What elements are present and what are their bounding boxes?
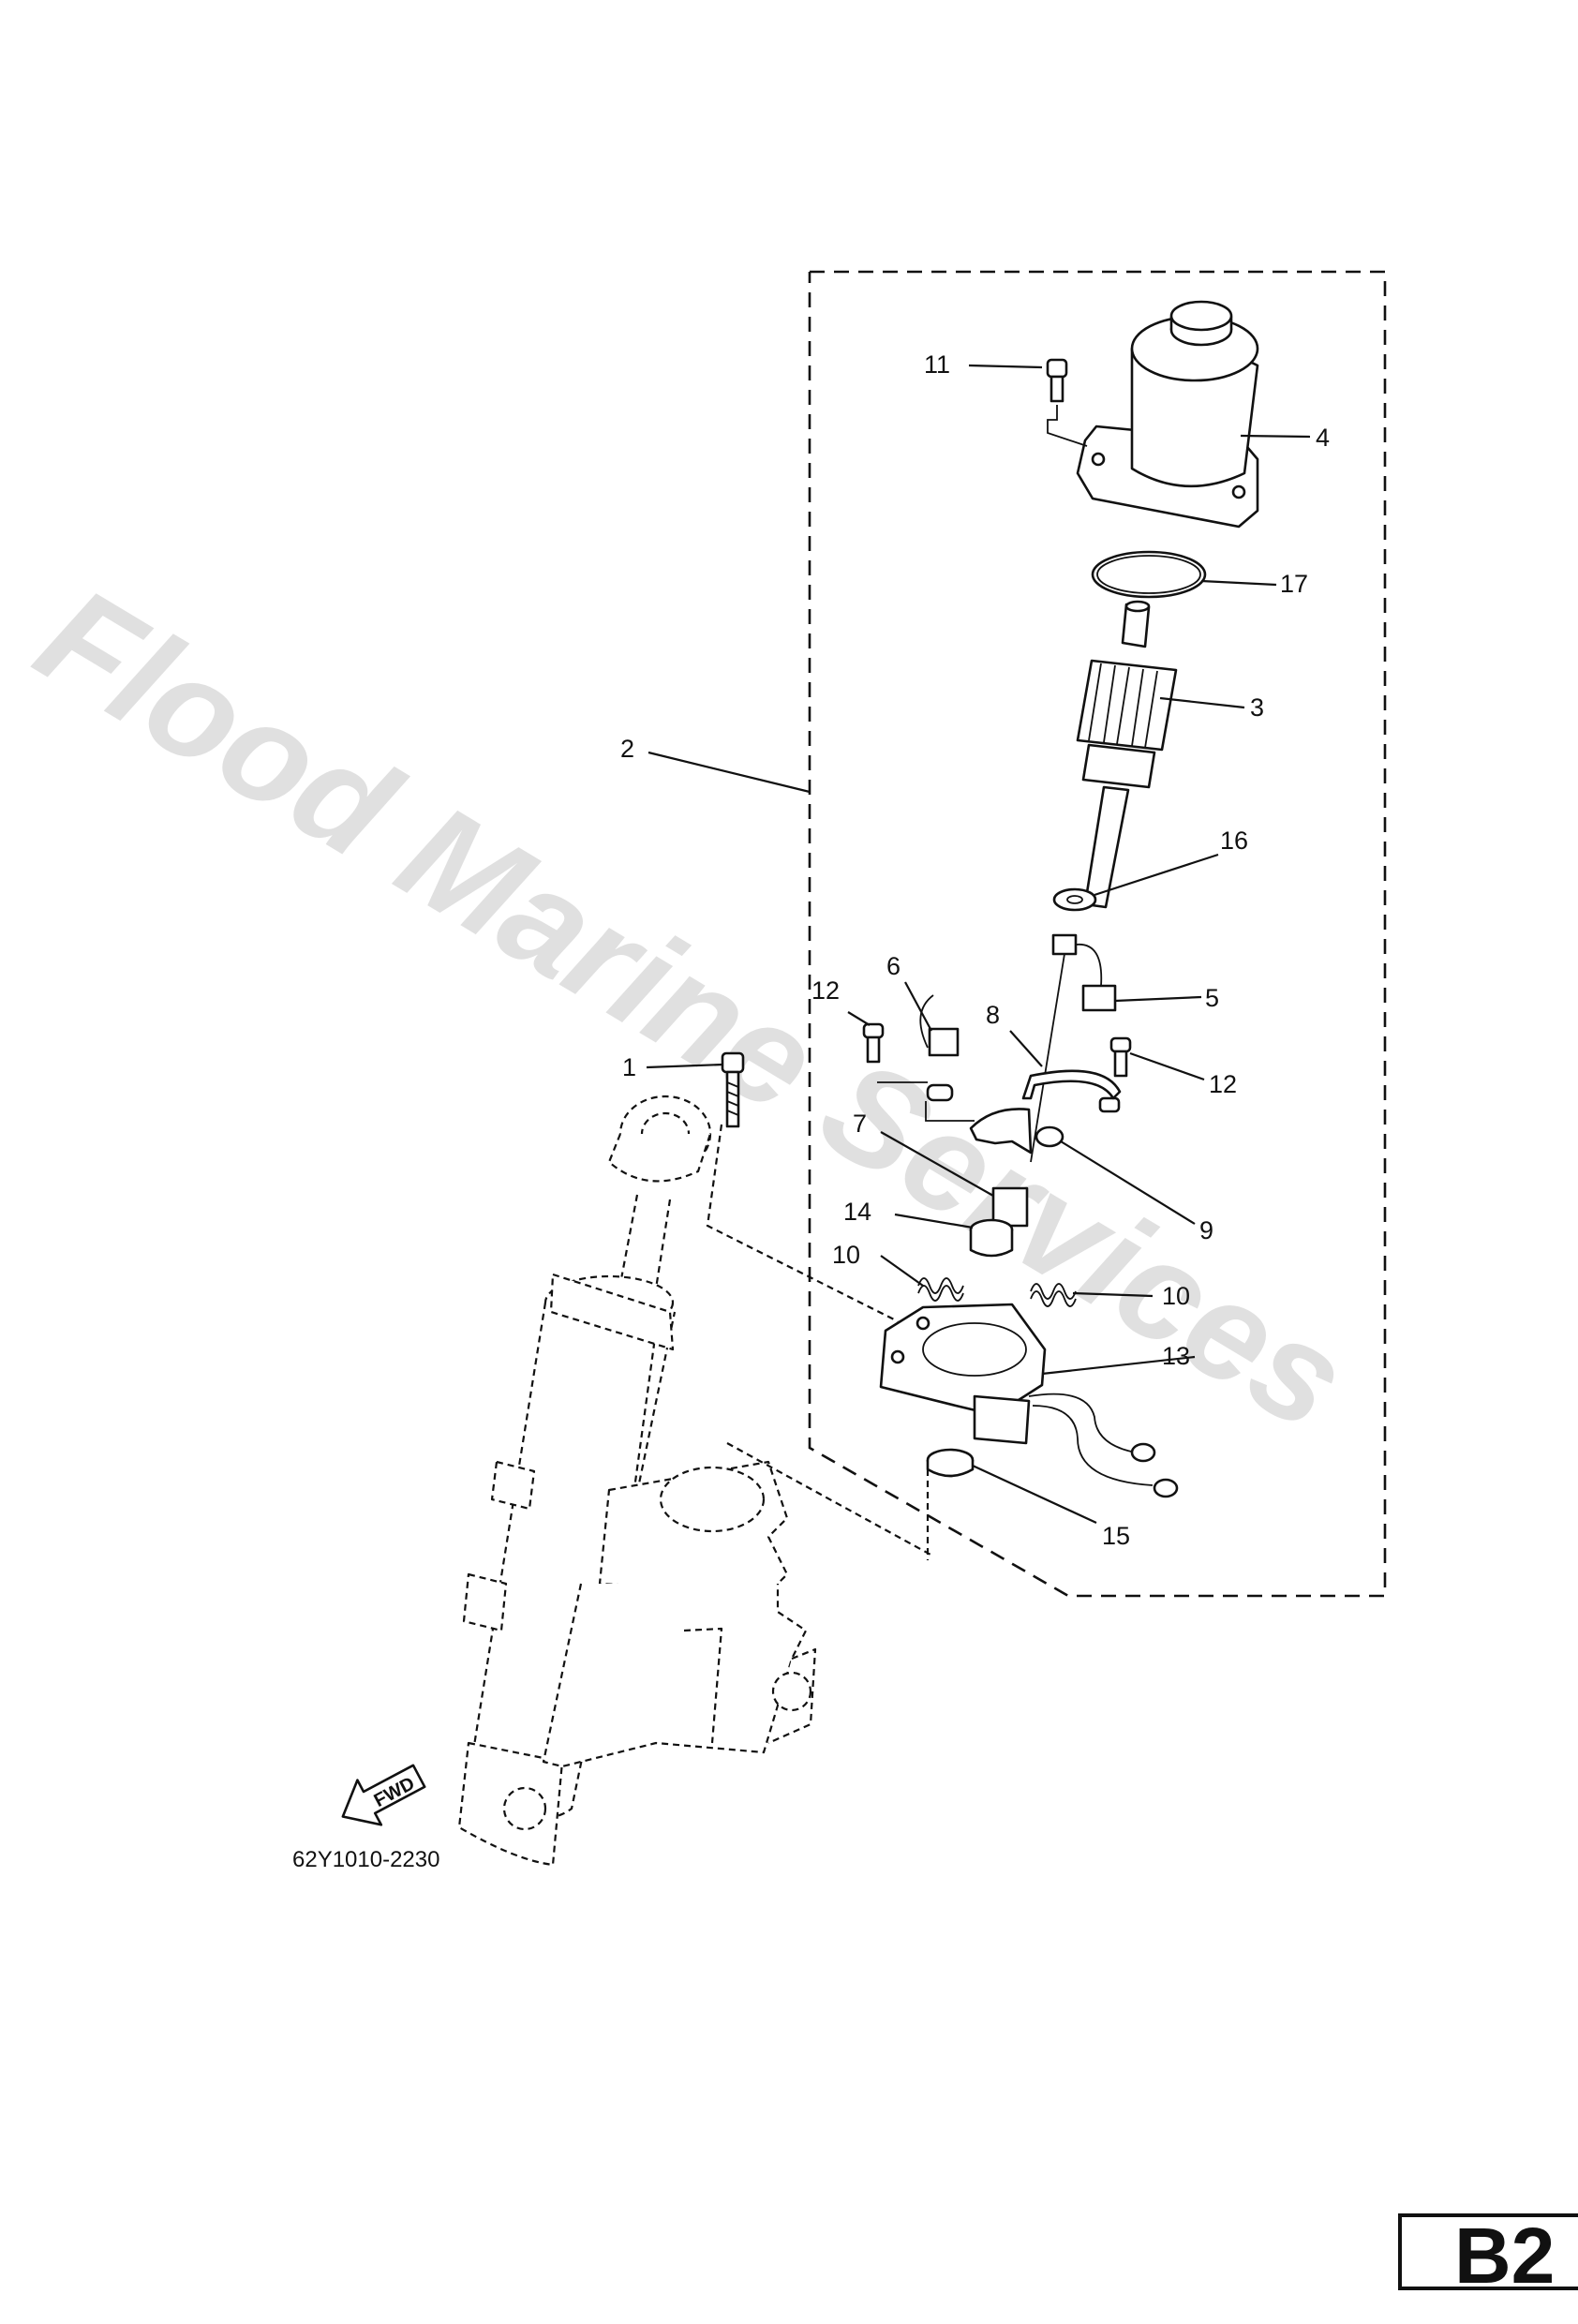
part-brush-plate xyxy=(969,1108,1033,1155)
callout-12-right: 12 xyxy=(1209,1070,1237,1098)
part-spring-10-right xyxy=(1030,1283,1077,1307)
part-o-ring xyxy=(1091,550,1207,599)
part-armature xyxy=(1076,600,1178,909)
part-grommet-9 xyxy=(1035,1125,1064,1148)
part-connector-7 xyxy=(991,1186,1029,1228)
callout-11: 11 xyxy=(924,350,950,379)
part-screw-12-right xyxy=(1098,1036,1132,1113)
part-bolt-11 xyxy=(1046,358,1088,447)
leader-lines xyxy=(646,364,1311,1524)
assembly-boundary xyxy=(808,270,1387,1598)
callout-14: 14 xyxy=(843,1198,871,1226)
forward-arrow-icon: FWD xyxy=(341,1764,426,1826)
callout-9: 9 xyxy=(1199,1216,1213,1244)
callout-4: 4 xyxy=(1316,424,1330,452)
callout-12-left: 12 xyxy=(811,976,840,1005)
callout-10-right: 10 xyxy=(1162,1282,1190,1310)
callout-2: 2 xyxy=(620,735,634,763)
part-spring-10-left xyxy=(917,1277,964,1302)
part-bolt-1 xyxy=(721,1051,745,1128)
part-brush-5 xyxy=(1030,933,1117,1163)
callout-1: 1 xyxy=(622,1053,636,1081)
page-badge: B2 xyxy=(1398,2212,1578,2300)
guide-line-washer xyxy=(726,1442,933,1560)
diagram-code: 62Y1010-2230 xyxy=(292,1847,439,1872)
callout-13: 13 xyxy=(1162,1342,1190,1370)
callout-15: 15 xyxy=(1102,1522,1130,1550)
part-brush-holder-8 xyxy=(1021,1069,1122,1100)
guide-line-bolt xyxy=(706,1124,899,1322)
part-bushing-14 xyxy=(969,1218,1014,1258)
part-washer-16 xyxy=(1052,887,1097,912)
callout-numbers: 1 2 3 4 5 6 7 8 9 10 10 11 12 12 13 14 1… xyxy=(620,350,1330,1550)
callout-8: 8 xyxy=(986,1001,1000,1029)
callout-10-left: 10 xyxy=(832,1241,860,1269)
part-motor-yoke xyxy=(1076,300,1259,529)
callout-17: 17 xyxy=(1280,570,1308,598)
part-brush-base-13 xyxy=(879,1303,1179,1498)
callout-5: 5 xyxy=(1205,984,1219,1012)
part-washer-15 xyxy=(926,1448,975,1478)
callout-16: 16 xyxy=(1220,827,1248,855)
part-brush-6 xyxy=(877,994,975,1122)
part-screw-12-left xyxy=(862,1022,885,1064)
callout-3: 3 xyxy=(1250,693,1264,722)
tilt-cylinder-ghost xyxy=(457,1095,817,1867)
page-badge-label: B2 xyxy=(1454,2212,1555,2300)
callout-7: 7 xyxy=(853,1110,867,1138)
callout-6: 6 xyxy=(886,952,901,980)
